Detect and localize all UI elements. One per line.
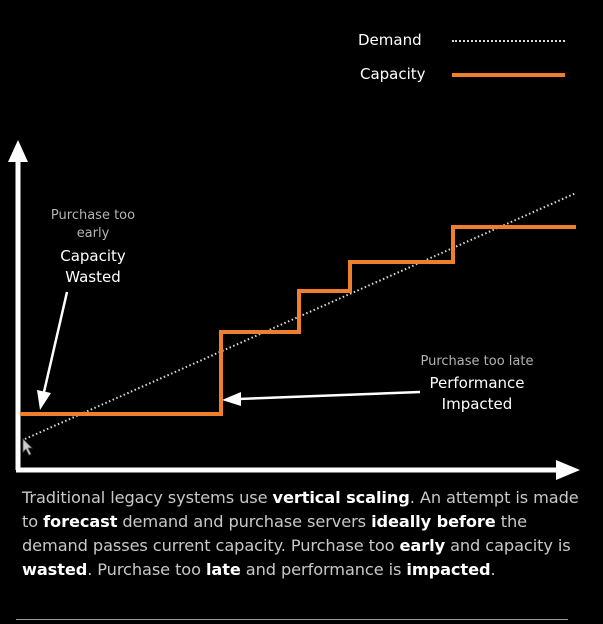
capacity-swatch — [452, 73, 565, 77]
legend-capacity: Capacity — [0, 64, 603, 86]
late-big-line-2: Impacted — [441, 395, 513, 413]
caption-bold: forecast — [43, 512, 118, 531]
early-big-line-2: Wasted — [65, 268, 121, 286]
early-small-line-1: Purchase too — [50, 208, 136, 223]
caption-bold: ideally before — [371, 512, 496, 531]
late-arrow-head — [222, 392, 241, 406]
x-axis-arrowhead — [556, 460, 580, 480]
caption-text: . Purchase too — [87, 560, 206, 579]
caption-bold: late — [205, 560, 241, 579]
early-arrow-head — [37, 390, 51, 410]
caption-paragraph: Traditional legacy systems use vertical … — [22, 486, 592, 582]
late-small-line: Purchase too late — [420, 354, 534, 369]
caption-text: . An attempt is made to — [22, 488, 579, 531]
legend-capacity-label: Capacity — [360, 65, 426, 83]
cursor-icon — [22, 438, 33, 456]
legend-demand: Demand — [0, 30, 603, 52]
divider — [16, 619, 568, 620]
late-arrow-shaft — [237, 390, 421, 401]
caption-text: and performance is — [240, 560, 407, 579]
caption-text: Traditional legacy systems use — [22, 488, 273, 507]
caption-bold: wasted — [22, 560, 88, 579]
legend: Demand Capacity — [0, 0, 603, 100]
caption-text: demand and purchase servers — [117, 512, 372, 531]
early-annotation: Purchase too early Capacity Wasted — [28, 207, 158, 288]
caption-text: . — [490, 560, 496, 579]
caption-bold: vertical scaling — [272, 488, 410, 507]
legend-demand-label: Demand — [358, 31, 422, 49]
caption-text: the demand passes current capacity. Purc… — [22, 512, 527, 555]
demand-line — [24, 192, 577, 440]
caption-text: and capacity is — [445, 536, 571, 555]
late-annotation: Purchase too late Performance Impacted — [405, 353, 549, 415]
capacity-step-line — [20, 225, 576, 416]
caption-bold: early — [399, 536, 446, 555]
caption-bold: impacted — [406, 560, 491, 579]
early-big-line-1: Capacity — [60, 247, 126, 265]
early-arrow-shaft — [42, 291, 69, 393]
early-small-line-2: early — [76, 226, 110, 241]
late-big-line-1: Performance — [429, 374, 525, 392]
y-axis-arrowhead — [8, 140, 28, 162]
demand-swatch — [452, 40, 565, 42]
